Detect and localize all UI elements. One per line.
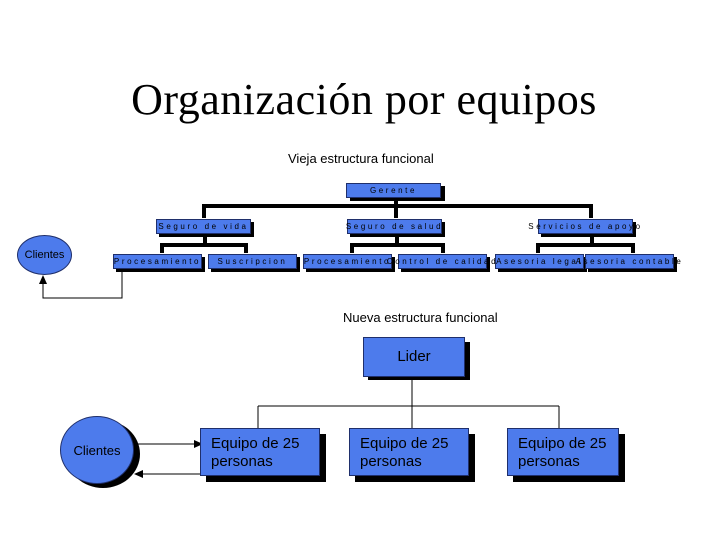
box-procesamiento-salud: Procesamiento [303, 254, 392, 269]
box-seguro-de-vida: Seguro de vida [156, 219, 251, 234]
old-clients-label: Clientes [24, 249, 65, 261]
old-structure-caption: Vieja estructura funcional [288, 151, 434, 166]
team-box-2: Equipo de 25 personas [349, 428, 469, 476]
team-to-clients-arrowhead [134, 470, 143, 478]
old-clients-node: Clientes [17, 235, 72, 275]
leader-label: Lider [397, 348, 431, 365]
old-clients-arrowhead [39, 275, 47, 284]
team-box-1: Equipo de 25 personas [200, 428, 320, 476]
box-procesamiento-vida: Procesamiento [113, 254, 202, 269]
clients-to-team-arrowhead [194, 440, 203, 448]
box-seguro-de-salud: Seguro de salud [346, 219, 442, 234]
new-clients-node: Clientes [60, 416, 134, 484]
box-gerente: Gerente [346, 183, 441, 198]
new-clients-label: Clientes [73, 442, 121, 458]
box-asesoria-legal: Asesoria legal [495, 254, 584, 269]
box-control-de-calidad: Control de calidad [387, 254, 496, 269]
old-org-connectors [160, 198, 635, 253]
new-structure-caption: Nueva estructura funcional [343, 310, 498, 325]
old-clients-link [42, 272, 123, 299]
box-suscripcion: Suscripcion [208, 254, 297, 269]
box-servicios-de-apoyo: Servicios de apoyo [528, 219, 640, 234]
team-box-3: Equipo de 25 personas [507, 428, 619, 476]
box-lider: Lider [363, 337, 465, 377]
new-org-connectors [133, 377, 560, 475]
page-title: Organización por equipos [131, 75, 597, 124]
box-asesoria-contable: Asesoria contable [576, 254, 681, 269]
